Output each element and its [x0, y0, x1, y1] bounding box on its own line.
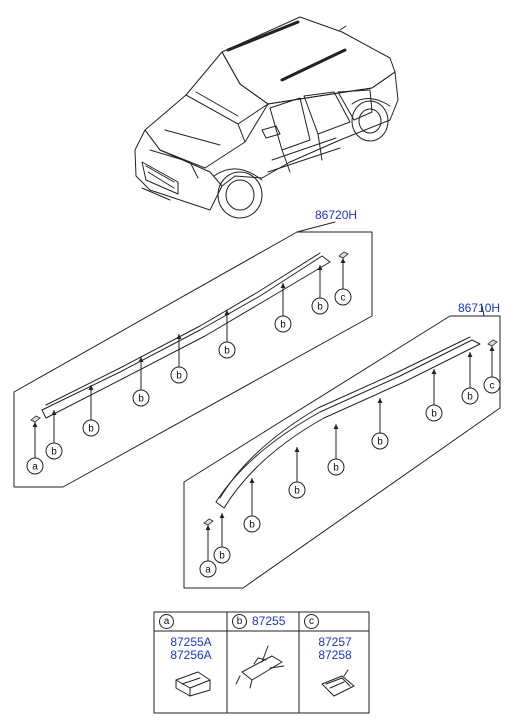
callout-arrowhead — [377, 398, 383, 403]
callout-arrowhead — [224, 310, 230, 315]
legend-a-part-number-2[interactable]: 87256A — [170, 648, 212, 662]
callout-b[interactable]: b — [371, 398, 389, 450]
callout-arrowhead — [467, 352, 473, 357]
callout-b[interactable]: b — [45, 410, 63, 460]
callout-c[interactable]: c — [334, 251, 352, 306]
callout-circle — [82, 419, 100, 437]
callout-letter: b — [224, 346, 230, 357]
callout-circle — [26, 457, 44, 475]
legend-b-badge: b — [232, 614, 247, 629]
callout-letter: c — [490, 381, 495, 392]
callout-b[interactable]: b — [218, 310, 236, 359]
callout-circle — [461, 387, 479, 405]
callout-letter: c — [341, 293, 346, 304]
callout-arrowhead — [138, 357, 144, 362]
callout-b[interactable]: b — [243, 478, 261, 533]
callout-arrowhead — [51, 410, 57, 415]
front-assembly-panel — [13, 231, 373, 488]
callout-letter: b — [219, 551, 225, 562]
callout-letter: b — [138, 394, 144, 405]
car-illustration-icon — [134, 16, 399, 219]
callout-circle — [425, 404, 443, 422]
front-roof-molding[interactable] — [41, 255, 331, 419]
clip-b-icon — [235, 645, 285, 689]
legend-c-part-number-2[interactable]: 87258 — [318, 648, 352, 662]
legend-table — [153, 611, 370, 714]
callout-b[interactable]: b — [327, 424, 345, 476]
callout-arrowhead — [219, 513, 225, 518]
callout-circle — [483, 376, 501, 394]
callout-letter: b — [280, 320, 286, 331]
callout-letter: b — [294, 486, 300, 497]
callout-letter: a — [32, 462, 38, 473]
callout-b[interactable]: b — [425, 369, 443, 422]
callout-letter: b — [249, 520, 255, 531]
clip-c-icon — [321, 669, 355, 697]
callout-arrowhead — [32, 422, 38, 427]
callout-b[interactable]: b — [274, 283, 292, 333]
callout-b[interactable]: b — [170, 334, 188, 384]
callout-circle — [334, 288, 352, 306]
callout-circle — [45, 442, 63, 460]
callout-letter: b — [88, 424, 94, 435]
callout-circle — [327, 458, 345, 476]
callout-circle — [132, 389, 150, 407]
clip-part-icon — [203, 518, 214, 526]
clip-part-icon — [487, 339, 498, 347]
callout-arrowhead — [205, 525, 211, 530]
callout-letter: b — [176, 371, 182, 382]
callout-arrowhead — [340, 258, 346, 263]
callout-b[interactable]: b — [213, 513, 231, 564]
callout-arrowhead — [431, 369, 437, 374]
callout-letter: a — [205, 565, 211, 576]
legend-b-part-number[interactable]: 87255 — [252, 614, 286, 628]
rear-roof-molding[interactable] — [215, 339, 481, 509]
rear-assembly-part-number[interactable]: 86710H — [458, 301, 501, 315]
front-assembly-part-number[interactable]: 86720H — [315, 208, 358, 222]
callout-b[interactable]: b — [288, 447, 306, 499]
callout-arrowhead — [333, 424, 339, 429]
rear-assembly-panel — [183, 315, 501, 589]
callout-letter: b — [431, 409, 437, 420]
callout-circle — [311, 297, 329, 315]
callout-circle — [371, 432, 389, 450]
callout-arrowhead — [176, 334, 182, 339]
callout-b[interactable]: b — [461, 352, 479, 405]
callout-circle — [213, 546, 231, 564]
clip-part-icon — [338, 251, 349, 259]
clip-part-icon — [30, 415, 41, 423]
callout-a[interactable]: a — [199, 518, 217, 578]
callout-arrowhead — [280, 283, 286, 288]
legend-a-badge: a — [159, 614, 174, 629]
callout-b[interactable]: b — [132, 357, 150, 407]
clip-a-icon — [175, 671, 211, 697]
callout-arrowhead — [249, 478, 255, 483]
callout-arrowhead — [489, 346, 495, 351]
callout-circle — [170, 366, 188, 384]
callout-circle — [288, 481, 306, 499]
legend-a-part-number-1[interactable]: 87255A — [170, 635, 212, 649]
callout-c[interactable]: c — [483, 339, 501, 394]
callout-letter: b — [377, 437, 383, 448]
callout-circle — [218, 341, 236, 359]
callout-b[interactable]: b — [311, 265, 329, 315]
legend-c-part-number-1[interactable]: 87257 — [318, 635, 352, 649]
legend-c-badge: c — [304, 614, 319, 629]
callout-arrowhead — [294, 447, 300, 452]
callout-letter: b — [467, 392, 473, 403]
callout-a[interactable]: a — [26, 415, 44, 475]
callout-arrowhead — [317, 265, 323, 270]
callout-letter: b — [317, 302, 323, 313]
callout-circle — [199, 560, 217, 578]
callout-letter: b — [333, 463, 339, 474]
callout-b[interactable]: b — [82, 385, 100, 437]
callout-circle — [243, 515, 261, 533]
callout-letter: b — [51, 447, 57, 458]
front-assembly-leader — [296, 221, 336, 233]
rear-assembly-leader — [481, 305, 485, 317]
callout-arrowhead — [88, 385, 94, 390]
callout-circle — [274, 315, 292, 333]
